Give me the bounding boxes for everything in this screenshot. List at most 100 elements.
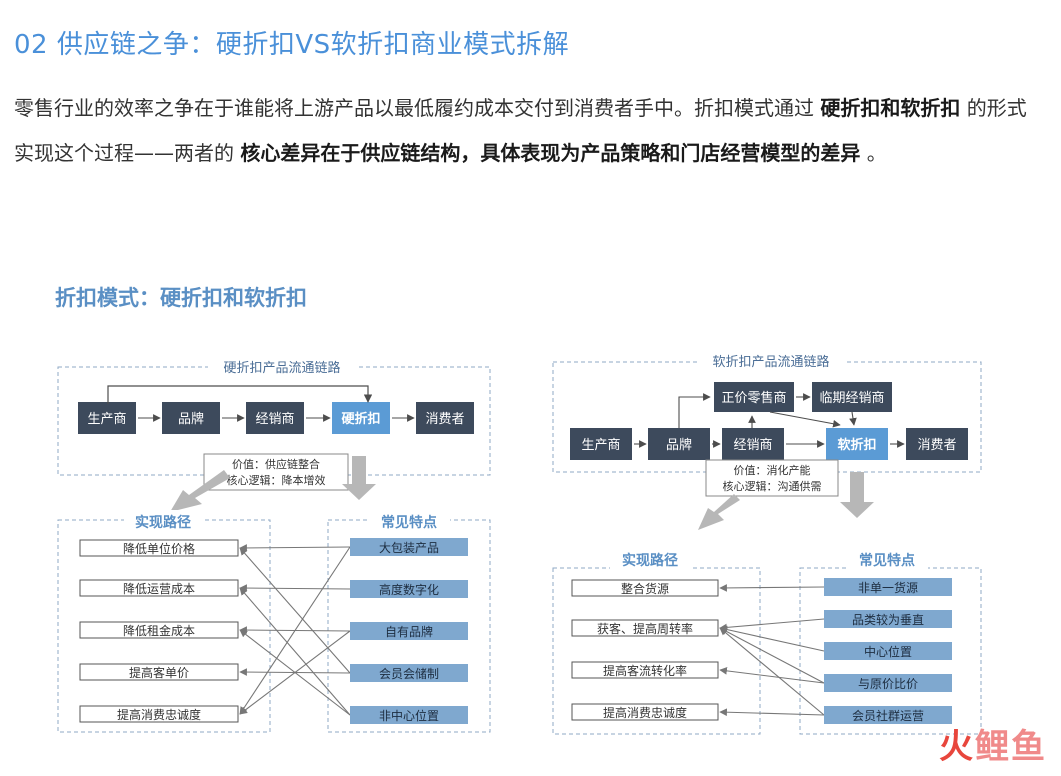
soft-value-box — [705, 459, 839, 497]
soft-logic-line: 核心逻辑：沟通供需 — [723, 479, 822, 493]
soft-chain-title: 软折扣产品流通链路 — [712, 354, 829, 370]
soft-down-arrow — [840, 472, 874, 518]
soft-retail-to-soft — [769, 411, 841, 428]
hard-chain-node-4 — [416, 402, 474, 434]
soft-top-node-1-label: 临期经销商 — [819, 391, 884, 406]
soft-clearance-to-soft — [849, 411, 857, 426]
soft-chain-node-3 — [826, 428, 888, 460]
hard-link-0 — [239, 544, 351, 552]
soft-path-item-1 — [571, 619, 719, 637]
hard-feature-item-1 — [350, 580, 468, 598]
hard-feature-label-3: 会员会储制 — [379, 666, 439, 681]
soft-chain-node-4 — [906, 428, 968, 460]
soft-path-label-3: 提高消费忠诚度 — [603, 705, 687, 720]
para-bold-2: 核心差异在于供应链结构，具体表现为产品策略和门店经营模型的差异 — [240, 141, 861, 165]
hard-path-label-3: 提高客单价 — [129, 665, 189, 680]
soft-value-line: 价值：消化产能 — [734, 463, 811, 477]
hard-feature-item-4 — [350, 706, 468, 724]
hard-down-arrow — [342, 456, 376, 500]
soft-path-label-1: 获客、提高周转率 — [597, 621, 693, 636]
hard-logic-line: 核心逻辑：降本增效 — [227, 473, 326, 487]
soft-path-frame — [552, 567, 761, 735]
soft-feature-frame — [799, 567, 982, 735]
hard-path-item-4 — [79, 705, 239, 723]
soft-chain-node-4-label: 消费者 — [917, 438, 956, 453]
hard-link-7 — [239, 587, 351, 716]
soft-chain-node-0-label: 生产商 — [581, 438, 620, 453]
hard-link-3 — [239, 626, 351, 634]
section-heading: 02 供应链之争：硬折扣VS软折扣商业模式拆解 — [14, 30, 570, 60]
soft-path-label-2: 提高客流转化率 — [603, 663, 687, 678]
hard-chain-title: 硬折扣产品流通链路 — [223, 360, 340, 376]
para-text-2: 的形式实现这个过程——两者的 — [14, 96, 1027, 165]
para-text-3: 。 — [860, 141, 887, 165]
soft-brand-to-retail — [678, 393, 711, 428]
para-bold-1: 硬折扣和软折扣 — [820, 96, 961, 120]
hard-path-item-0 — [79, 539, 239, 557]
hard-chain-node-2-label: 经销商 — [255, 412, 294, 427]
soft-feature-label-3: 与原价比价 — [858, 677, 918, 691]
soft-top-node-0-label: 正价零售商 — [721, 390, 786, 406]
soft-link-5 — [719, 627, 825, 716]
hard-path-title: 实现路径 — [135, 514, 191, 531]
hard-feature-item-3 — [350, 664, 468, 682]
hard-feature-label-2: 自有品牌 — [385, 625, 433, 639]
soft-chain-node-2-label: 经销商 — [733, 438, 772, 453]
watermark-part-2: 鲤鱼 — [975, 727, 1047, 767]
soft-feature-item-0 — [824, 578, 952, 596]
watermark-part-1: 火 — [939, 727, 975, 767]
hard-chain-node-1-label: 品牌 — [178, 411, 204, 427]
soft-feature-label-2: 中心位置 — [864, 644, 912, 659]
soft-chain-node-3-label: 软折扣 — [837, 437, 876, 453]
soft-top-node-0 — [714, 382, 794, 412]
hard-path-item-2 — [79, 621, 239, 639]
hard-feature-title: 常见特点 — [381, 514, 437, 531]
hard-chain-node-2 — [246, 402, 304, 434]
soft-left-arrow — [698, 494, 740, 530]
soft-feature-label-0: 非单一货源 — [858, 580, 918, 595]
soft-chain-node-2 — [722, 428, 784, 460]
hard-link-2 — [239, 584, 351, 592]
hard-path-item-1 — [79, 579, 239, 597]
soft-path-label-0: 整合货源 — [621, 581, 669, 596]
soft-feature-item-4 — [824, 706, 952, 724]
hard-chain-node-3-label: 硬折扣 — [341, 411, 380, 427]
hard-feature-label-1: 高度数字化 — [379, 582, 439, 597]
soft-chain-node-1 — [648, 428, 710, 460]
hard-link-8 — [239, 629, 351, 716]
soft-link-2 — [719, 625, 825, 652]
hard-chain-node-1 — [162, 402, 220, 434]
hard-chain-node-3 — [332, 402, 390, 434]
hard-value-box — [203, 453, 349, 491]
hard-path-label-0: 降低单位价格 — [123, 541, 195, 556]
hard-left-arrow — [170, 470, 230, 512]
hard-path-label-4: 提高消费忠诚度 — [117, 707, 201, 722]
hard-feature-item-2 — [350, 622, 468, 640]
soft-feature-item-3 — [824, 674, 952, 692]
soft-link-4 — [719, 667, 825, 684]
hard-value-line: 价值：供应链整合 — [232, 457, 320, 471]
soft-top-node-1 — [812, 382, 892, 412]
hard-chain-node-4-label: 消费者 — [425, 412, 464, 427]
soft-link-3 — [719, 627, 825, 684]
soft-link-6 — [719, 708, 825, 717]
hard-feature-label-4: 非中心位置 — [379, 708, 439, 723]
hard-feature-label-0: 大包装产品 — [379, 541, 439, 555]
soft-feature-label-1: 品类较为垂直 — [852, 612, 924, 627]
figure-title: 折扣模式：硬折扣和软折扣 — [55, 286, 307, 310]
soft-chain-node-0 — [570, 428, 632, 460]
soft-chain-node-1-label: 品牌 — [666, 437, 692, 453]
watermark-logo: 火鲤鱼 — [939, 719, 1047, 768]
hard-path-label-2: 降低租金成本 — [123, 623, 195, 638]
hard-path-item-3 — [79, 663, 239, 681]
soft-path-title: 实现路径 — [622, 552, 678, 569]
soft-feature-label-4: 会员社群运营 — [852, 708, 924, 723]
intro-paragraph: 零售行业的效率之争在于谁能将上游产品以最低履约成本交付到消费者手中。折扣模式通过… — [14, 86, 1044, 176]
soft-feature-item-1 — [824, 610, 952, 628]
soft-feature-title: 常见特点 — [859, 552, 915, 569]
soft-path-item-3 — [571, 703, 719, 721]
hard-chain-node-0 — [78, 402, 136, 434]
soft-path-item-0 — [571, 579, 719, 597]
soft-link-0 — [719, 584, 825, 592]
